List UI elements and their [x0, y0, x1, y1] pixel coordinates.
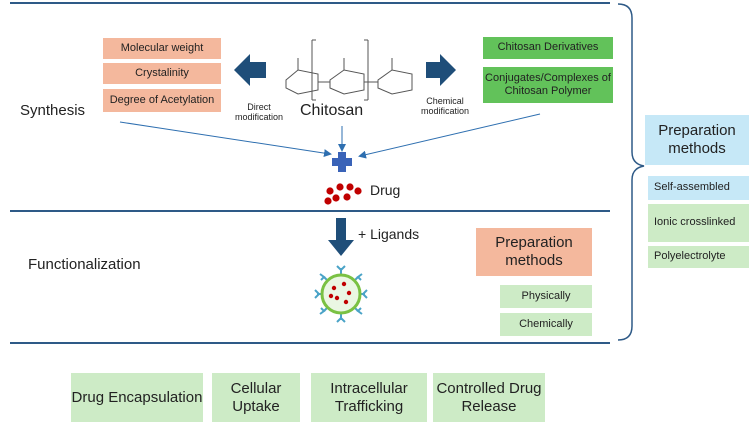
- prop-degree-of-acetylation: Degree of Acetylation: [103, 89, 221, 112]
- intracellular-trafficking-box: Intracellular Trafficking: [311, 373, 427, 422]
- prop-crystalinity: Crystalinity: [103, 63, 221, 84]
- chitosan-label: Chitosan: [300, 102, 364, 119]
- arrow-left-icon: [234, 54, 266, 86]
- self-assembled-box: Self-assembled: [648, 176, 749, 200]
- functionalization-prep-methods-box: Preparation methods: [476, 228, 592, 276]
- chitosan-derivatives-box: Chitosan Derivatives: [483, 37, 613, 59]
- arrow-from-right: [358, 113, 541, 159]
- drug-encapsulation-box: Drug Encapsulation: [71, 373, 203, 422]
- chemically-box: Chemically: [500, 313, 592, 336]
- nanoparticle-icon: [314, 265, 368, 323]
- plus-icon: [332, 152, 352, 172]
- chitosan-molecule: [285, 39, 413, 101]
- ligands-label: + Ligands: [358, 226, 420, 242]
- controlled-drug-release-box: Controlled Drug Release: [433, 373, 545, 422]
- right-brace: [617, 3, 645, 341]
- ionic-crosslinked-box: Ionic crosslinked: [648, 204, 749, 242]
- polyelectrolyte-box: Polyelectrolyte: [648, 246, 749, 268]
- chemical-modification-label: Chemical modification: [420, 96, 470, 116]
- synthesis-label: Synthesis: [20, 102, 86, 119]
- arrow-down-icon: [328, 218, 354, 256]
- direct-modification-label: Direct modification: [234, 102, 284, 122]
- cellular-uptake-box: Cellular Uptake: [212, 373, 300, 422]
- arrow-right-icon: [426, 54, 456, 86]
- physically-box: Physically: [500, 285, 592, 308]
- functionalization-label: Functionalization: [28, 256, 141, 273]
- side-prep-methods-box: Preparation methods: [645, 115, 749, 165]
- arrow-from-left: [119, 121, 332, 158]
- prop-molecular-weight: Molecular weight: [103, 38, 221, 59]
- drug-label: Drug: [370, 182, 401, 198]
- conjugates-complexes-box: Conjugates/Complexes of Chitosan Polymer: [483, 67, 613, 103]
- drug-dots-icon: [324, 183, 362, 205]
